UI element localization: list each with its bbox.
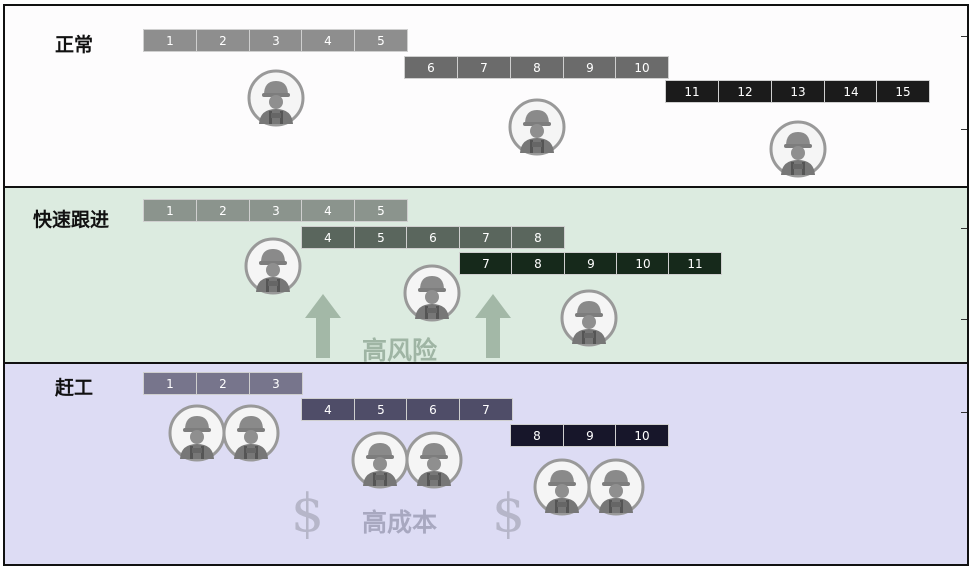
edge-tick <box>961 129 967 130</box>
worker-icon <box>167 403 227 463</box>
edge-tick <box>961 412 967 413</box>
worker-icon <box>768 119 828 179</box>
schedule-cell: 2 <box>196 199 250 222</box>
schedule-cell: 1 <box>143 372 197 395</box>
schedule-cell: 1 <box>143 199 197 222</box>
schedule-cell: 6 <box>406 226 460 249</box>
schedule-cell: 6 <box>406 398 460 421</box>
schedule-cell: 15 <box>876 80 930 103</box>
schedule-cell: 7 <box>459 226 513 249</box>
up-arrow-icon <box>305 294 341 358</box>
schedule-cell: 3 <box>249 199 303 222</box>
panel-title-fast-tracking: 快速跟进 <box>33 209 110 231</box>
schedule-cell: 4 <box>301 398 355 421</box>
schedule-cell: 10 <box>615 424 669 447</box>
up-arrow-icon <box>475 294 511 358</box>
schedule-cell: 3 <box>249 372 303 395</box>
dollar-sign: $ <box>492 484 526 544</box>
schedule-cell: 13 <box>771 80 825 103</box>
schedule-cell: 2 <box>196 372 250 395</box>
worker-icon <box>221 403 281 463</box>
schedule-cell: 1 <box>143 29 197 52</box>
schedule-cell: 4 <box>301 226 355 249</box>
schedule-cell: 9 <box>564 252 618 275</box>
schedule-cell: 9 <box>563 56 617 79</box>
panel-normal: 正常 1 2 3 4 5 6 7 8 9 10 11 12 13 14 15 <box>3 4 969 188</box>
schedule-cell: 4 <box>301 199 355 222</box>
schedule-cell: 11 <box>665 80 719 103</box>
schedule-cell: 2 <box>196 29 250 52</box>
cost-label: 高成本 <box>362 508 438 537</box>
worker-icon <box>586 457 646 517</box>
risk-label: 高风险 <box>362 336 438 365</box>
worker-icon <box>246 68 306 128</box>
worker-icon <box>404 430 464 490</box>
schedule-cell: 9 <box>563 424 617 447</box>
schedule-cell: 11 <box>668 252 722 275</box>
worker-icon <box>559 288 619 348</box>
schedule-cell: 14 <box>824 80 878 103</box>
schedule-cell: 7 <box>459 252 513 275</box>
panel-crashing: 赶工 1 2 3 4 5 6 7 8 9 10 $ $ 高成本 <box>3 362 969 566</box>
worker-icon <box>243 236 303 296</box>
schedule-cell: 8 <box>511 226 565 249</box>
schedule-cell: 12 <box>718 80 772 103</box>
schedule-cell: 4 <box>301 29 355 52</box>
schedule-cell: 8 <box>511 252 565 275</box>
worker-icon <box>507 97 567 157</box>
schedule-cell: 3 <box>249 29 303 52</box>
panel-fast-tracking: 快速跟进 1 2 3 4 5 4 5 6 7 8 7 8 9 10 11 高风险 <box>3 186 969 365</box>
edge-tick <box>961 228 967 229</box>
schedule-cell: 10 <box>615 56 669 79</box>
worker-icon <box>350 430 410 490</box>
schedule-cell: 5 <box>354 29 408 52</box>
schedule-cell: 8 <box>510 424 564 447</box>
edge-tick <box>961 36 967 37</box>
worker-icon <box>532 457 592 517</box>
worker-icon <box>402 263 462 323</box>
schedule-cell: 8 <box>510 56 564 79</box>
schedule-cell: 5 <box>354 398 408 421</box>
schedule-cell: 10 <box>616 252 670 275</box>
schedule-cell: 5 <box>354 226 408 249</box>
schedule-cell: 6 <box>404 56 458 79</box>
panel-title-crashing: 赶工 <box>55 377 94 399</box>
schedule-cell: 7 <box>457 56 511 79</box>
dollar-sign: $ <box>291 484 325 544</box>
panel-title-normal: 正常 <box>55 34 94 56</box>
schedule-cell: 7 <box>459 398 513 421</box>
edge-tick <box>961 319 967 320</box>
schedule-cell: 5 <box>354 199 408 222</box>
